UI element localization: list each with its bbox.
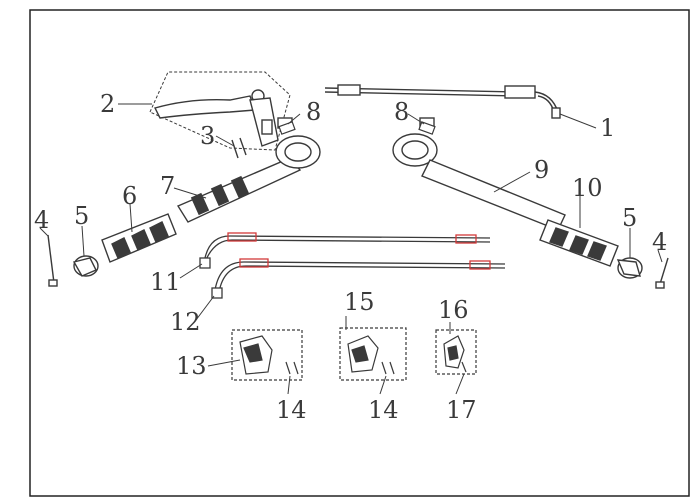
right-grip [539,219,619,267]
right-bar-end [616,257,669,289]
callout-8-left: 8 [306,98,321,126]
callout-8-right: 8 [394,98,409,126]
callout-4-left: 4 [34,206,49,234]
callout-6: 6 [122,182,137,210]
callout-4-right: 4 [652,228,667,256]
callout-17: 17 [446,396,477,424]
callout-9: 9 [534,156,549,184]
callout-10: 10 [572,174,603,202]
right-switch-housing [339,327,407,381]
callout-15: 15 [344,288,375,316]
callout-5-right: 5 [622,204,637,232]
callout-14-right: 14 [368,396,399,424]
callout-12: 12 [170,308,201,336]
callout-14-left: 14 [276,396,307,424]
callout-16: 16 [438,296,469,324]
leader-lines [39,103,663,395]
callout-13: 13 [176,352,207,380]
callout-2: 2 [100,90,115,118]
throttle-cable [324,84,561,119]
callout-1: 1 [600,114,615,142]
small-switch-housing [435,329,477,375]
left-handlebar [176,117,321,223]
left-bar-end [47,234,99,287]
callout-3: 3 [200,122,215,150]
callout-7: 7 [160,172,175,200]
control-cables [199,232,506,299]
callout-5-left: 5 [74,202,89,230]
right-handlebar [392,117,566,231]
callout-11: 11 [150,268,181,296]
left-switch-housing [231,329,303,381]
clutch-lever-assembly [149,71,291,159]
left-grip [101,213,177,263]
bolts [278,121,436,135]
callout-labels: 1 2 3 4 5 6 7 8 8 9 10 5 4 11 12 13 14 1… [34,90,667,424]
